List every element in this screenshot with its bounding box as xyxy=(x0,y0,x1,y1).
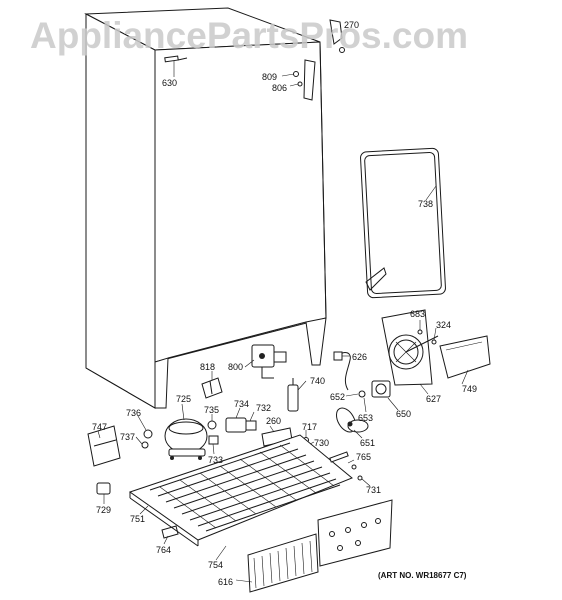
callout-740: 740 xyxy=(310,376,325,386)
rear-panel xyxy=(317,499,393,567)
screw-683 xyxy=(417,329,423,335)
bracket-747 xyxy=(87,425,121,467)
callout-818: 818 xyxy=(200,362,215,372)
callout-729: 729 xyxy=(96,505,111,515)
callout-751: 751 xyxy=(130,514,145,524)
part-731 xyxy=(357,475,363,481)
part-653 xyxy=(358,390,366,398)
door-gasket-738 xyxy=(360,147,446,299)
callout-717: 717 xyxy=(302,422,317,432)
clip-764 xyxy=(161,525,179,539)
callout-260: 260 xyxy=(266,416,281,426)
screw-324 xyxy=(431,339,437,345)
fan-motor-650 xyxy=(371,380,391,398)
part-765 xyxy=(329,451,357,470)
callout-738: 738 xyxy=(418,199,433,209)
cover-749 xyxy=(439,335,491,379)
callout-683: 683 xyxy=(410,309,425,319)
callout-735: 735 xyxy=(204,405,219,415)
wire-harness-626 xyxy=(333,351,351,391)
callout-737: 737 xyxy=(120,432,135,442)
callout-650: 650 xyxy=(396,409,411,419)
part-630 xyxy=(164,55,188,63)
callout-765: 765 xyxy=(356,452,371,462)
callout-736: 736 xyxy=(126,408,141,418)
callout-627: 627 xyxy=(426,394,441,404)
leader-lines xyxy=(97,61,469,583)
watermark: AppliancePartsPros.com xyxy=(30,15,468,56)
callout-270: 270 xyxy=(344,20,359,30)
refrigerator-cabinet xyxy=(84,7,327,409)
base-pan-751 xyxy=(128,434,353,547)
bracket-818 xyxy=(201,377,223,399)
callout-800: 800 xyxy=(228,362,243,372)
part-733 xyxy=(208,435,219,445)
relay-734-732 xyxy=(225,417,257,433)
callout-630: 630 xyxy=(162,78,177,88)
callout-626: 626 xyxy=(352,352,367,362)
fan-blade-651 xyxy=(336,407,369,433)
callout-725: 725 xyxy=(176,394,191,404)
callout-labels: 270 630 809 806 738 683 324 626 818 800 … xyxy=(92,20,477,587)
callout-651: 651 xyxy=(360,438,375,448)
condenser-coil xyxy=(149,442,341,532)
callout-730: 730 xyxy=(314,438,329,448)
part-735 xyxy=(207,420,217,430)
callout-733: 733 xyxy=(208,455,223,465)
grille-754 xyxy=(247,533,319,593)
callout-616: 616 xyxy=(218,577,233,587)
water-valve-800 xyxy=(251,344,287,379)
callout-652: 652 xyxy=(330,392,345,402)
callout-764: 764 xyxy=(156,545,171,555)
part-729 xyxy=(96,482,111,495)
callout-732: 732 xyxy=(256,403,271,413)
compressor-725 xyxy=(164,418,208,460)
hinge-part-270 xyxy=(329,19,345,53)
fan-shroud-627 xyxy=(381,309,439,386)
grommet-736 xyxy=(143,429,153,439)
callout-809: 809 xyxy=(262,72,277,82)
callout-747: 747 xyxy=(92,422,107,432)
callout-749: 749 xyxy=(462,384,477,394)
callout-653: 653 xyxy=(358,413,373,423)
part-737 xyxy=(141,441,149,449)
callout-731: 731 xyxy=(366,485,381,495)
art-number: (ART NO. WR18677 C7) xyxy=(378,571,467,580)
callout-324: 324 xyxy=(436,320,451,330)
callout-734: 734 xyxy=(234,399,249,409)
callout-806: 806 xyxy=(272,83,287,93)
part-740 xyxy=(287,378,299,412)
callout-754: 754 xyxy=(208,560,223,570)
